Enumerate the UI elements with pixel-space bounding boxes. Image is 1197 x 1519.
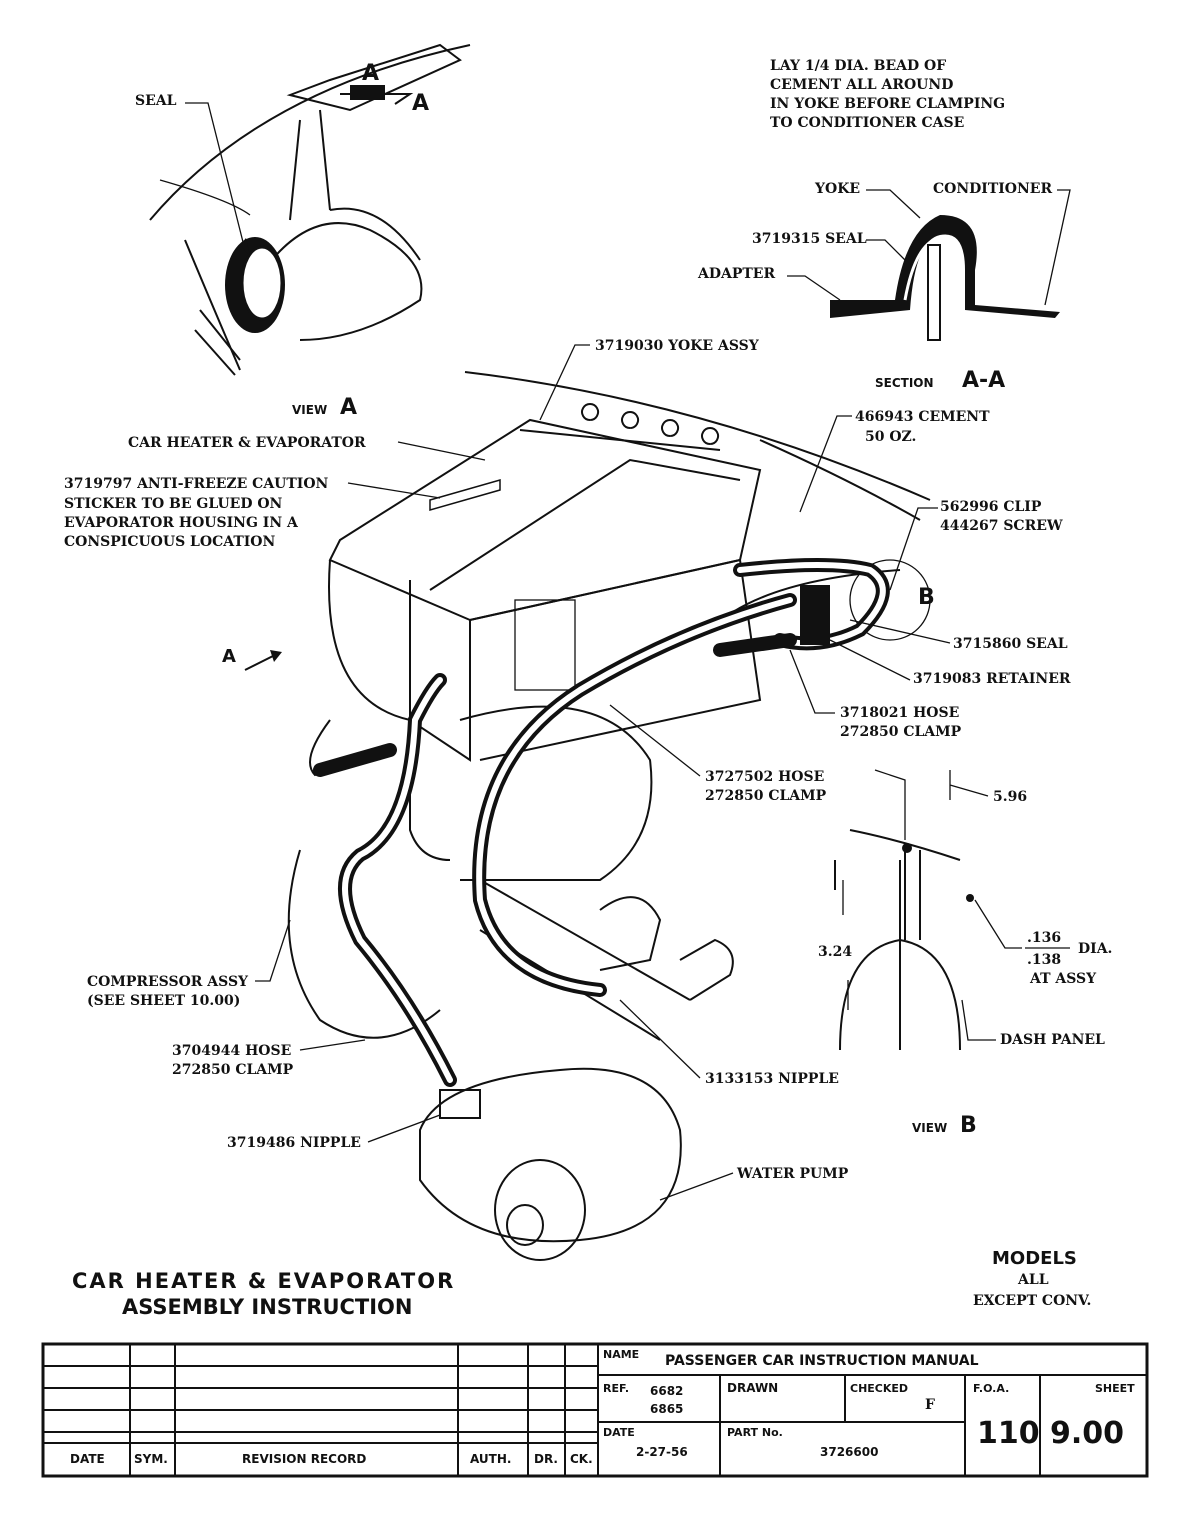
section-title-prefix: SECTION <box>875 376 934 390</box>
screw-label: 444267 SCREW <box>940 518 1063 534</box>
note-line: LAY 1/4 DIA. BEAD OF <box>770 58 946 74</box>
rev-header: CK. <box>570 1452 593 1466</box>
yoke-assy-label: 3719030 YOKE ASSY <box>595 338 760 354</box>
models-except: EXCEPT CONV. <box>973 1293 1091 1309</box>
date-value: 2-27-56 <box>636 1445 688 1459</box>
models-all: ALL <box>1017 1272 1049 1288</box>
retainer-label: 3719083 RETAINER <box>913 671 1071 687</box>
hose-3727502-label: 3727502 HOSE <box>705 769 824 785</box>
clamp-label: 272850 CLAMP <box>840 724 962 740</box>
rev-header: AUTH. <box>470 1452 511 1466</box>
sheet-label: SHEET <box>1095 1382 1135 1395</box>
hose-3704944-label: 3704944 HOSE <box>172 1043 291 1059</box>
cement-label: 466943 CEMENT <box>855 409 990 425</box>
view-a-title-prefix: VIEW <box>292 403 327 417</box>
rev-header: DR. <box>534 1452 558 1466</box>
note-line: CEMENT ALL AROUND <box>770 77 953 93</box>
sticker-label: STICKER TO BE GLUED ON <box>64 496 283 512</box>
view-a-arrow-letter: A <box>222 646 236 667</box>
view-b-marker: B <box>918 585 935 610</box>
dia-label: DIA. <box>1078 941 1112 957</box>
checked-label: CHECKED <box>850 1382 908 1395</box>
water-pump-label: WATER PUMP <box>736 1166 849 1182</box>
view-a-drawing <box>149 43 471 376</box>
rev-header: DATE <box>70 1452 105 1466</box>
part-no-label: PART No. <box>727 1426 783 1439</box>
ref-value: 6865 <box>650 1402 683 1416</box>
section-marker-a: A <box>362 61 379 86</box>
dia-max: .138 <box>1027 952 1061 968</box>
note-line: TO CONDITIONER CASE <box>770 115 964 131</box>
adapter-label: ADAPTER <box>697 266 775 282</box>
title-block <box>41 1342 1149 1478</box>
clamp-label: 272850 CLAMP <box>172 1062 294 1078</box>
seal-3719315-label: 3719315 SEAL <box>752 231 867 247</box>
cement-qty-label: 50 OZ. <box>865 429 916 445</box>
clip-label: 562996 CLIP <box>940 499 1042 515</box>
sticker-label: EVAPORATOR HOUSING IN A <box>64 515 299 531</box>
yoke-label: YOKE <box>814 181 860 197</box>
drawing-title-line1: CAR HEATER & EVAPORATOR <box>72 1269 455 1293</box>
revision-headers: DATE SYM. REVISION RECORD AUTH. DR. CK. <box>70 1452 593 1466</box>
rev-header: REVISION RECORD <box>242 1452 366 1466</box>
sticker-label: 3719797 ANTI-FREEZE CAUTION <box>64 476 329 492</box>
main-assembly-drawing <box>287 371 974 1261</box>
note-line: IN YOKE BEFORE CLAMPING <box>770 96 1005 112</box>
section-title-letter: A-A <box>962 368 1005 393</box>
leader-lines <box>244 344 1022 1201</box>
checked-value: F <box>925 1397 935 1413</box>
part-no-value: 3726600 <box>820 1445 878 1459</box>
car-heater-label: CAR HEATER & EVAPORATOR <box>128 435 366 451</box>
name-value: PASSENGER CAR INSTRUCTION MANUAL <box>665 1353 979 1369</box>
ref-value: 6682 <box>650 1384 683 1398</box>
foa-value: 110 <box>977 1416 1040 1451</box>
section-marker-a-2: A <box>412 91 429 116</box>
cement-note: LAY 1/4 DIA. BEAD OF CEMENT ALL AROUND I… <box>770 58 1005 131</box>
drawn-label: DRAWN <box>727 1381 778 1395</box>
seal-label-view-a: SEAL <box>135 93 177 109</box>
compressor-ref-label: (SEE SHEET 10.00) <box>87 993 240 1009</box>
dash-panel-label: DASH PANEL <box>1000 1032 1105 1048</box>
view-a-title-letter: A <box>340 395 357 420</box>
at-assy-label: AT ASSY <box>1029 971 1097 987</box>
seal-3715860-label: 3715860 SEAL <box>953 636 1068 652</box>
date-label: DATE <box>603 1426 635 1439</box>
drawing-title-line2: ASSEMBLY INSTRUCTION <box>122 1295 412 1319</box>
conditioner-label: CONDITIONER <box>933 181 1052 197</box>
view-b-title-letter: B <box>960 1113 977 1138</box>
rev-header: SYM. <box>134 1452 168 1466</box>
compressor-label: COMPRESSOR ASSY <box>87 974 249 990</box>
nipple-3719486-label: 3719486 NIPPLE <box>227 1135 361 1151</box>
dim-3-24: 3.24 <box>818 944 852 960</box>
nipple-3133153-label: 3133153 NIPPLE <box>705 1071 839 1087</box>
ref-label: REF. <box>603 1382 629 1395</box>
clamp-label: 272850 CLAMP <box>705 788 827 804</box>
models-heading: MODELS <box>992 1248 1077 1269</box>
foa-label: F.O.A. <box>973 1382 1009 1395</box>
sheet-value: 9.00 <box>1050 1416 1124 1451</box>
hose-3718021-label: 3718021 HOSE <box>840 705 959 721</box>
dia-min: .136 <box>1027 930 1061 946</box>
name-label: NAME <box>603 1348 639 1361</box>
sticker-label: CONSPICUOUS LOCATION <box>64 534 276 550</box>
view-b-title-prefix: VIEW <box>912 1121 947 1135</box>
dim-5-96: 5.96 <box>993 789 1027 805</box>
section-a-a-drawing <box>787 189 1071 341</box>
